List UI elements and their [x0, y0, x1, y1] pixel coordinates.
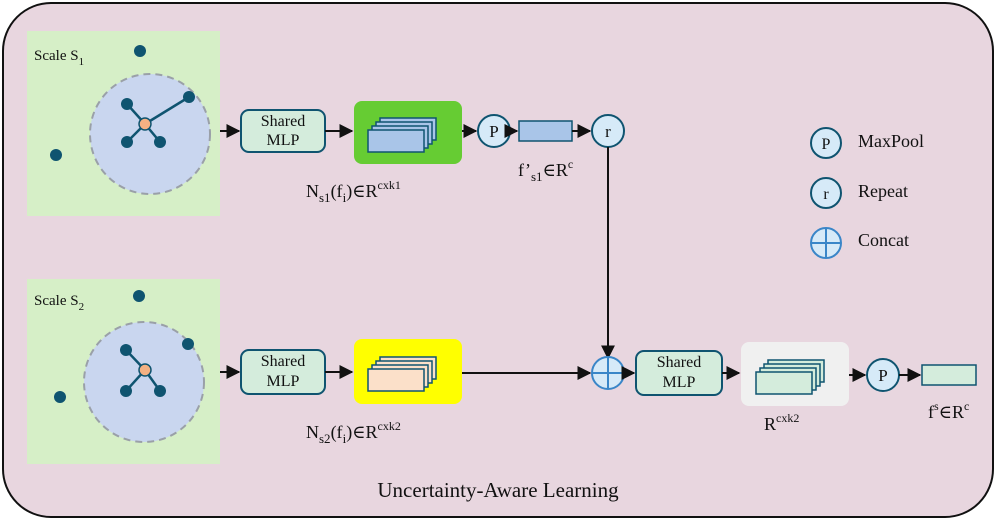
- svg-text:Shared: Shared: [261, 353, 305, 370]
- legend: P MaxPool r Repeat Concat: [810, 127, 924, 259]
- scale-panel-bottom: Scale S2: [27, 279, 220, 464]
- svg-text:P: P: [822, 136, 831, 153]
- merged-label: Rcxk2: [764, 411, 799, 434]
- point: [121, 98, 133, 110]
- center-point: [138, 363, 152, 377]
- concat-op: [591, 356, 625, 390]
- point: [183, 91, 195, 103]
- feature-label-top: Ns1(fi)∈Rcxk1: [306, 178, 401, 205]
- point: [134, 45, 146, 57]
- output-label: fs∈Rc: [928, 399, 969, 422]
- shared-mlp-top: Shared MLP: [240, 109, 326, 153]
- maxpool-op-top: P: [477, 114, 511, 148]
- svg-text:r: r: [823, 186, 829, 203]
- neighborhood-circle-top: [89, 73, 211, 195]
- point: [120, 344, 132, 356]
- feature-stack-bottom: [354, 339, 462, 404]
- point: [154, 385, 166, 397]
- point: [154, 136, 166, 148]
- feature-stack-top: [354, 101, 462, 164]
- svg-text:MLP: MLP: [663, 374, 696, 391]
- scale-panel-top: Scale S1: [27, 31, 220, 216]
- legend-item-concat: Concat: [810, 227, 909, 259]
- shared-mlp-bottom: Shared MLP: [240, 349, 326, 395]
- scale-top-label: Scale S1: [34, 48, 84, 68]
- point: [133, 290, 145, 302]
- svg-text:P: P: [489, 122, 498, 141]
- svg-text:MLP: MLP: [267, 132, 300, 149]
- svg-text:r: r: [605, 122, 611, 141]
- point: [121, 136, 133, 148]
- repeat-op: r: [591, 114, 625, 148]
- feature-stack-merge: [741, 342, 849, 406]
- legend-item-maxpool: P MaxPool: [810, 127, 924, 159]
- feature-label-bottom: Ns2(fi)∈Rcxk2: [306, 419, 401, 446]
- neighborhood-circle-bottom: [83, 321, 205, 443]
- svg-text:Concat: Concat: [858, 230, 909, 250]
- svg-text:Shared: Shared: [261, 113, 305, 130]
- diagram-title: Uncertainty-Aware Learning: [377, 478, 619, 502]
- legend-item-repeat: r Repeat: [810, 177, 908, 209]
- svg-text:P: P: [878, 366, 887, 385]
- point: [120, 385, 132, 397]
- point: [50, 149, 62, 161]
- point: [182, 338, 194, 350]
- output-vector: [921, 364, 977, 386]
- pooled-vector-top: [518, 120, 573, 142]
- svg-text:Shared: Shared: [657, 354, 701, 371]
- svg-text:Repeat: Repeat: [858, 181, 908, 201]
- maxpool-op-bottom: P: [866, 358, 900, 392]
- point: [54, 391, 66, 403]
- scale-bottom-label: Scale S2: [34, 293, 84, 313]
- pooled-label-top: f’s1∈Rc: [518, 157, 573, 184]
- svg-text:MLP: MLP: [267, 373, 300, 390]
- center-point: [138, 117, 152, 131]
- shared-mlp-merge: Shared MLP: [635, 350, 723, 396]
- svg-text:MaxPool: MaxPool: [858, 131, 924, 151]
